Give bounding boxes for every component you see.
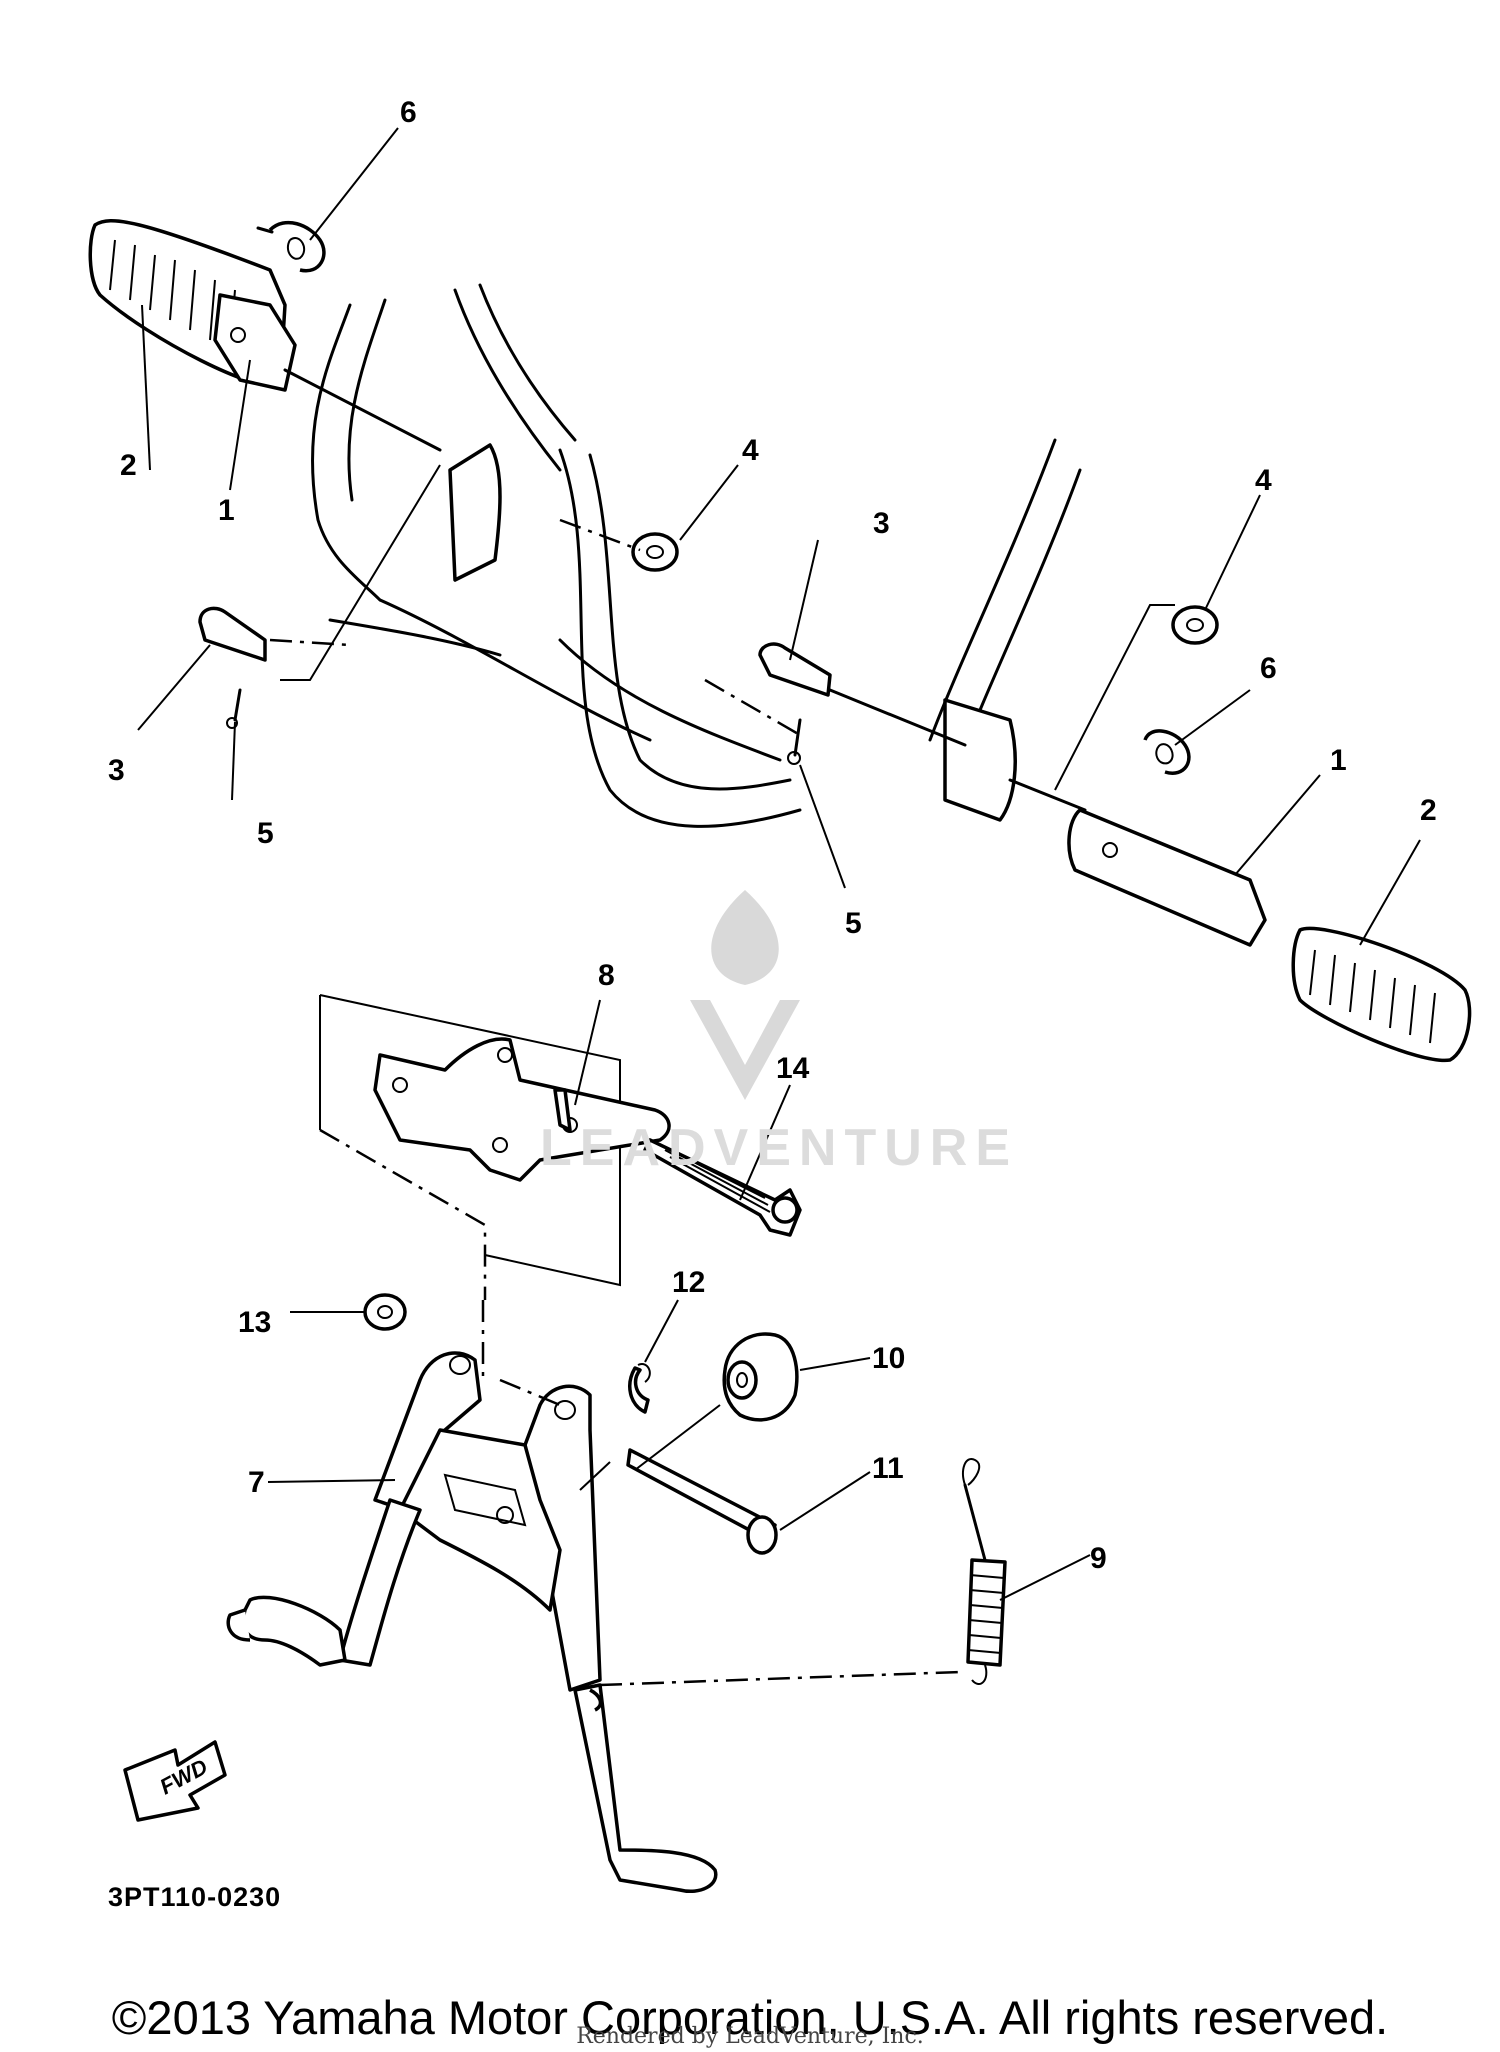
right-footrest bbox=[758, 642, 1472, 1063]
callout-2-right: 2 bbox=[1420, 794, 1437, 827]
frame-tubes bbox=[311, 283, 1082, 828]
rendered-by-notice: Rendered by LeadVenture, Inc. bbox=[576, 2024, 924, 2049]
callout-14: 14 bbox=[776, 1052, 810, 1085]
callout-13: 13 bbox=[238, 1306, 271, 1339]
assembly-lines-upper bbox=[269, 368, 1175, 812]
fwd-arrow-icon: FWD bbox=[123, 1740, 227, 1822]
callout-leaders bbox=[137, 127, 1421, 1601]
callout-12: 12 bbox=[672, 1266, 705, 1299]
watermark-text: LEADVENTURE bbox=[540, 1119, 1019, 1177]
copyright-notice: ©2013 Yamaha Motor Corporation, U.S.A. A… bbox=[111, 1991, 1389, 2044]
callout-4-right: 4 bbox=[1255, 464, 1272, 497]
center-stand bbox=[226, 1351, 718, 1893]
bracket-assembly bbox=[319, 994, 802, 1300]
callout-3-left: 3 bbox=[108, 754, 125, 787]
callout-8: 8 bbox=[598, 959, 615, 992]
callout-6-right: 6 bbox=[1260, 652, 1277, 685]
assembly-lines-lower bbox=[481, 1300, 961, 1687]
leadventure-watermark-logo bbox=[690, 890, 800, 1100]
callout-9: 9 bbox=[1090, 1542, 1107, 1575]
callout-2-left: 2 bbox=[120, 449, 137, 482]
washer-13 bbox=[363, 1293, 407, 1331]
callout-3-right: 3 bbox=[873, 507, 890, 540]
callout-5-left: 5 bbox=[257, 817, 274, 850]
stand-hardware bbox=[626, 1332, 1007, 1685]
callout-1-left: 1 bbox=[218, 494, 235, 527]
washers bbox=[631, 532, 1219, 645]
callout-7: 7 bbox=[248, 1466, 265, 1499]
diagram-code: 3PT110-0230 bbox=[108, 1882, 282, 1912]
left-footrest bbox=[88, 219, 326, 729]
callout-4-left: 4 bbox=[742, 434, 759, 467]
callout-1-right: 1 bbox=[1330, 744, 1347, 777]
callout-numbers: 6 2 1 4 4 3 3 5 6 5 1 2 8 14 12 10 13 7 … bbox=[108, 96, 1437, 1575]
callout-11: 11 bbox=[872, 1452, 904, 1485]
callout-5-right: 5 bbox=[845, 907, 862, 940]
callout-6-top: 6 bbox=[400, 96, 417, 129]
callout-10: 10 bbox=[872, 1342, 905, 1375]
